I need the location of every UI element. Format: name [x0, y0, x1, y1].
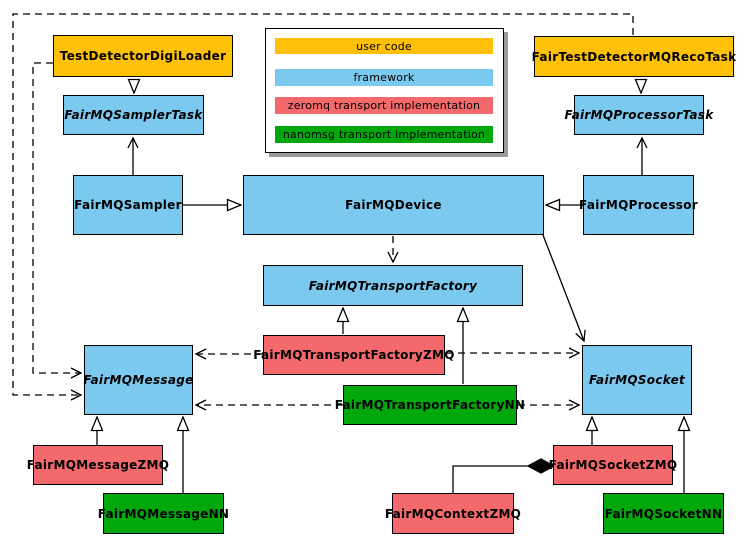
node-fairmqsocket: FairMQSocket — [582, 345, 692, 415]
legend-item-nanomsg: nanomsg transport implementation — [275, 126, 493, 143]
node-fairmqtransportfactoryzmq: FairMQTransportFactoryZMQ — [253, 335, 454, 375]
node-fairmqsocketnn: FairMQSocketNN — [603, 493, 724, 534]
legend-item-user-code: user code — [275, 38, 493, 54]
node-fairmqcontextzmq: FairMQContextZMQ — [385, 493, 521, 534]
node-fairmqmessagenn: FairMQMessageNN — [98, 493, 229, 534]
edge-assoc-device-socket — [542, 234, 586, 343]
node-fairtestdetectormqrecotask: FairTestDetectorMQRecoTask — [532, 36, 736, 77]
node-fairmqtransportfactory: FairMQTransportFactory — [263, 265, 523, 306]
node-fairmqtransportfactorynn: FairMQTransportFactoryNN — [335, 385, 525, 425]
node-fairmqdevice: FairMQDevice — [243, 175, 544, 235]
legend-item-zeromq: zeromq transport implementation — [275, 97, 493, 114]
edge-dep-recotask-message — [12, 13, 634, 401]
node-fairmqprocessortask: FairMQProcessorTask — [564, 95, 713, 135]
edge-dep-digiloader-message — [32, 62, 83, 379]
legend-box: user code framework zeromq transport imp… — [265, 28, 504, 153]
node-fairmqmessage: FairMQMessage — [83, 345, 193, 415]
node-fairmqmessagezmq: FairMQMessageZMQ — [27, 445, 169, 485]
node-fairmqprocessor: FairMQProcessor — [579, 175, 698, 235]
legend-item-framework: framework — [275, 69, 493, 86]
node-fairmqsamplertask: FairMQSamplerTask — [63, 95, 204, 135]
node-fairmqsocketzmq: FairMQSocketZMQ — [549, 445, 677, 485]
edge-comp-contextzmq-socketzmq — [452, 465, 528, 493]
node-fairmqsampler: FairMQSampler — [73, 175, 183, 235]
edges-group — [12, 13, 684, 493]
node-testdetectordigiloader: TestDetectorDigiLoader — [53, 35, 233, 77]
